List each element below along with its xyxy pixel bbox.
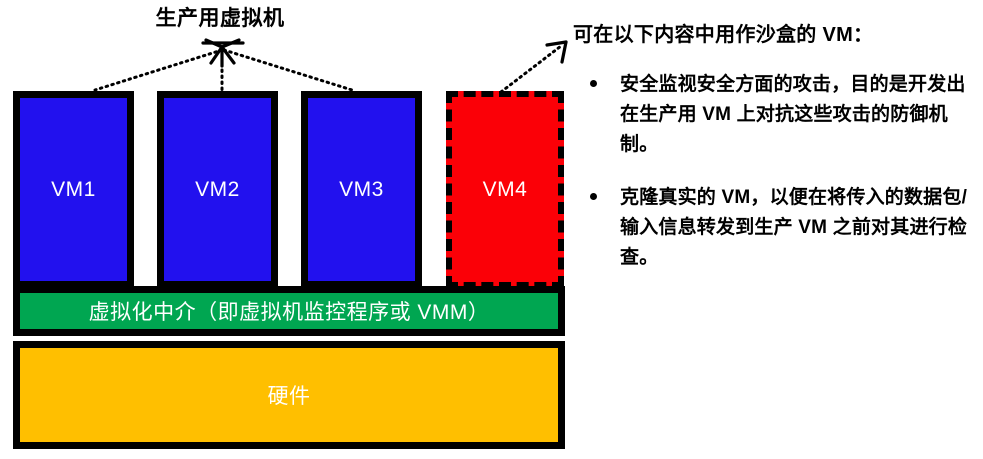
production-vms-title: 生产用虚拟机 — [155, 7, 285, 30]
list-item: 安全监视安全方面的攻击，目的是开发出在生产用 VM 上对抗这些攻击的防御机制。 — [573, 70, 975, 159]
connector-line-vm3 — [222, 48, 354, 92]
vm-box-label: VM1 — [51, 177, 96, 201]
layer-bar-label: 虚拟化中介（即虚拟机监控程序或 VMM） — [88, 301, 490, 324]
vm-box-vm1[interactable]: VM1 — [13, 91, 134, 288]
converging-arrowheads — [201, 38, 245, 68]
list-item-text: 安全监视安全方面的攻击，目的是开发出在生产用 VM 上对抗这些攻击的防御机制。 — [620, 74, 966, 155]
layer-bar-vmm[interactable]: 虚拟化中介（即虚拟机监控程序或 VMM） — [13, 286, 565, 336]
vm-box-vm3[interactable]: VM3 — [301, 91, 422, 288]
bullet-dot-icon — [590, 193, 597, 201]
list-item: 克隆真实的 VM，以便在将传入的数据包/输入信息转发到生产 VM 之前对其进行检… — [573, 183, 975, 272]
vm-box-label: VM3 — [339, 177, 384, 201]
vm-box-vm2[interactable]: VM2 — [157, 91, 278, 288]
list-item-text: 克隆真实的 VM，以便在将传入的数据包/输入信息转发到生产 VM 之前对其进行检… — [620, 187, 968, 268]
layer-bar-hardware[interactable]: 硬件 — [13, 341, 565, 449]
bullet-dot-icon — [590, 80, 597, 88]
vm-box-label: VM2 — [195, 177, 240, 201]
sandbox-usage-list: 安全监视安全方面的攻击，目的是开发出在生产用 VM 上对抗这些攻击的防御机制。 … — [573, 70, 975, 272]
sandbox-usage-panel: 可在以下内容中用作沙盒的 VM： 安全监视安全方面的攻击，目的是开发出在生产用 … — [573, 22, 975, 296]
connector-line-vm1 — [93, 48, 224, 92]
panel-heading: 可在以下内容中用作沙盒的 VM： — [573, 24, 874, 46]
layer-bar-label: 硬件 — [267, 385, 311, 408]
vm-box-vm4-sandbox[interactable]: VM4 — [446, 91, 564, 288]
vm-box-label: VM4 — [482, 177, 528, 201]
sandbox-arrowhead — [545, 40, 568, 64]
connector-line-sandbox — [499, 44, 563, 94]
